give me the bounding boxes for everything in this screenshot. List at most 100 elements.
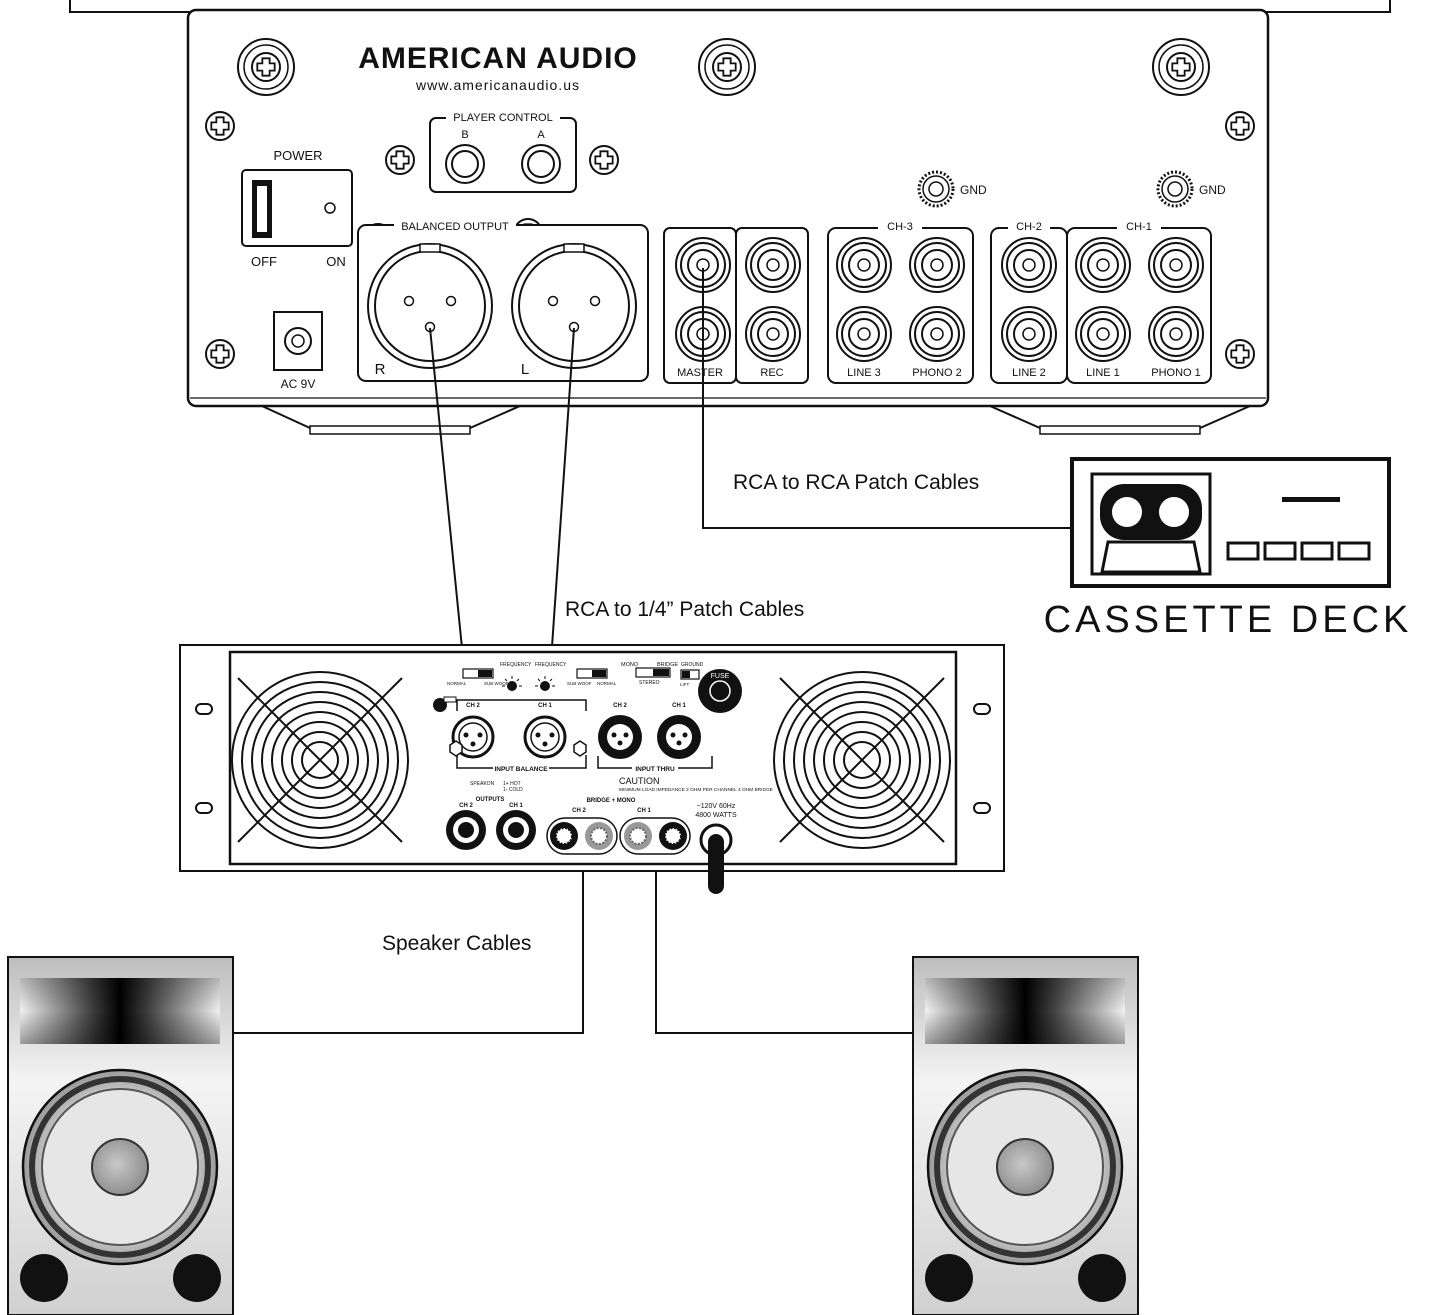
power-amplifier-rear-panel: FREQUENCY NORMAL SUB WOOF FREQUENCY SUB … (179, 644, 1005, 894)
mixer-rear-panel: AMERICAN AUDIO www.americanaudio.us POWE… (69, 0, 1391, 435)
panel-screw (1225, 111, 1255, 141)
cold-label: 1- COLD (503, 787, 523, 793)
panel-screw (589, 145, 619, 175)
stereo-label: STEREO (639, 680, 660, 686)
player-control-group: PLAYER CONTROL B A (429, 110, 577, 193)
player-b-jack[interactable] (445, 144, 485, 184)
gnd-label-1: GND (960, 183, 987, 197)
phono1-label: PHONO 1 (1151, 367, 1201, 379)
input-balance-ch2-label: CH 2 (466, 703, 480, 709)
bridge-mono-label: BRIDGE + MONO (587, 798, 636, 804)
power-switch[interactable] (241, 169, 353, 247)
binding-post-ch2-neg[interactable] (550, 822, 578, 850)
fan-left (231, 671, 409, 849)
binding-post-ch2-pos[interactable] (585, 822, 613, 850)
normal-label-ch1: NORMAL (597, 681, 617, 686)
speaker-right (912, 956, 1139, 1315)
cassette-deck (1070, 457, 1391, 588)
xlr-r-label: R (375, 361, 386, 378)
xlr-l-label: L (521, 361, 529, 378)
off-label: OFF (251, 254, 277, 269)
website-label: www.americanaudio.us (415, 77, 580, 93)
panel-screw (385, 145, 415, 175)
player-b-label: B (461, 129, 468, 141)
speaker-cable-right (655, 857, 914, 1034)
binding-post-ch1-neg[interactable] (659, 822, 687, 850)
rca-jack-ch2[interactable] (1001, 237, 1057, 293)
rca-jack-rec-l[interactable] (745, 237, 801, 293)
rca-to-quarter-label: RCA to 1/4” Patch Cables (565, 598, 804, 621)
xlr-thru-ch1[interactable] (657, 715, 701, 759)
xlr-input-ch2[interactable] (451, 715, 495, 759)
xlr-input-ch1[interactable] (523, 715, 567, 759)
rca-jack-ch3-a[interactable] (836, 237, 892, 293)
line2-label: LINE 2 (1012, 367, 1046, 379)
gnd-terminal-ch3[interactable] (917, 170, 955, 208)
input-thru-label: INPUT THRU (635, 766, 675, 773)
on-label: ON (326, 254, 346, 269)
rack-screw (1152, 38, 1210, 96)
caution-text: MINIMUM LOAD IMPEDANCE 2 OHM PER CHANNEL… (619, 787, 773, 793)
ac-power-jack[interactable] (273, 311, 323, 371)
speakon-output-ch2[interactable] (446, 810, 486, 850)
panel-screw (205, 111, 235, 141)
rca-jack-ch3-b[interactable] (909, 237, 965, 293)
cassette-deck-label: CASSETTE DECK (1044, 599, 1413, 641)
power-label: POWER (273, 148, 322, 163)
binding-post-ch1-pos[interactable] (624, 822, 652, 850)
rca-jack-line3[interactable] (836, 306, 892, 362)
rack-screw (698, 38, 756, 96)
caution-label: CAUTION (619, 776, 660, 786)
power-spec-line1: ~120V 60Hz (697, 803, 736, 810)
rca-jack-phono1[interactable] (1148, 306, 1204, 362)
hot-label: 1+ HOT (503, 781, 521, 787)
input-thru-ch1-label: CH 1 (672, 703, 686, 709)
subwoof-label-ch1: SUB WOOF (567, 681, 592, 686)
freq-knob-ch1[interactable] (535, 676, 555, 691)
normal-label-ch2: NORMAL (447, 681, 467, 686)
post-ch1-label: CH 1 (637, 808, 651, 814)
speaker-left (7, 956, 234, 1315)
screw-head (1166, 52, 1196, 82)
post-ch2-label: CH 2 (572, 808, 586, 814)
rca-cable-master (702, 268, 1070, 529)
line1-label: LINE 1 (1086, 367, 1120, 379)
fuse-holder[interactable]: FUSE (698, 669, 742, 713)
power-spec-line2: 4800 WATTS (695, 812, 737, 819)
player-a-jack[interactable] (521, 144, 561, 184)
ch1-label: CH-1 (1126, 221, 1152, 233)
mono-bridge-switch[interactable] (635, 667, 671, 678)
rca-jack-line2[interactable] (1001, 306, 1057, 362)
frequency-switch-ch1[interactable] (576, 668, 608, 679)
sensitivity-selector[interactable] (433, 696, 457, 712)
panel-screw (205, 339, 235, 369)
fan-right (773, 671, 951, 849)
rca-jack-ch1-a[interactable] (1075, 237, 1131, 293)
rca-jack-phono2[interactable] (909, 306, 965, 362)
master-label: MASTER (677, 367, 723, 379)
balanced-output-label: BALANCED OUTPUT (401, 221, 509, 233)
xlr-output-left[interactable] (511, 243, 637, 369)
ground-lift-switch[interactable] (680, 669, 700, 680)
speakon-output-ch1[interactable] (496, 810, 536, 850)
input-thru-ch2-label: CH 2 (613, 703, 627, 709)
mono-label: MONO (621, 662, 639, 668)
gnd-terminal-ch1[interactable] (1156, 170, 1194, 208)
frequency-switch-ch2[interactable] (462, 668, 494, 679)
rack-screw (237, 38, 295, 96)
outputs-ch1-label: CH 1 (509, 803, 523, 809)
ground-label: GROUND (681, 662, 704, 668)
xlr-output-right[interactable] (367, 243, 493, 369)
xlr-thru-ch2[interactable] (598, 715, 642, 759)
outputs-ch2-label: CH 2 (459, 803, 473, 809)
screw-head (712, 52, 742, 82)
freq-knob-ch2[interactable] (502, 676, 522, 691)
ch2-label: CH-2 (1016, 221, 1042, 233)
rca-jack-rec-r[interactable] (745, 306, 801, 362)
rca-jack-line1[interactable] (1075, 306, 1131, 362)
rca-jack-ch1-b[interactable] (1148, 237, 1204, 293)
balanced-output-group: BALANCED OUTPUT R L (357, 217, 649, 382)
speaker-cable-left (182, 857, 584, 1034)
frequency-label-ch2: FREQUENCY (500, 662, 532, 668)
